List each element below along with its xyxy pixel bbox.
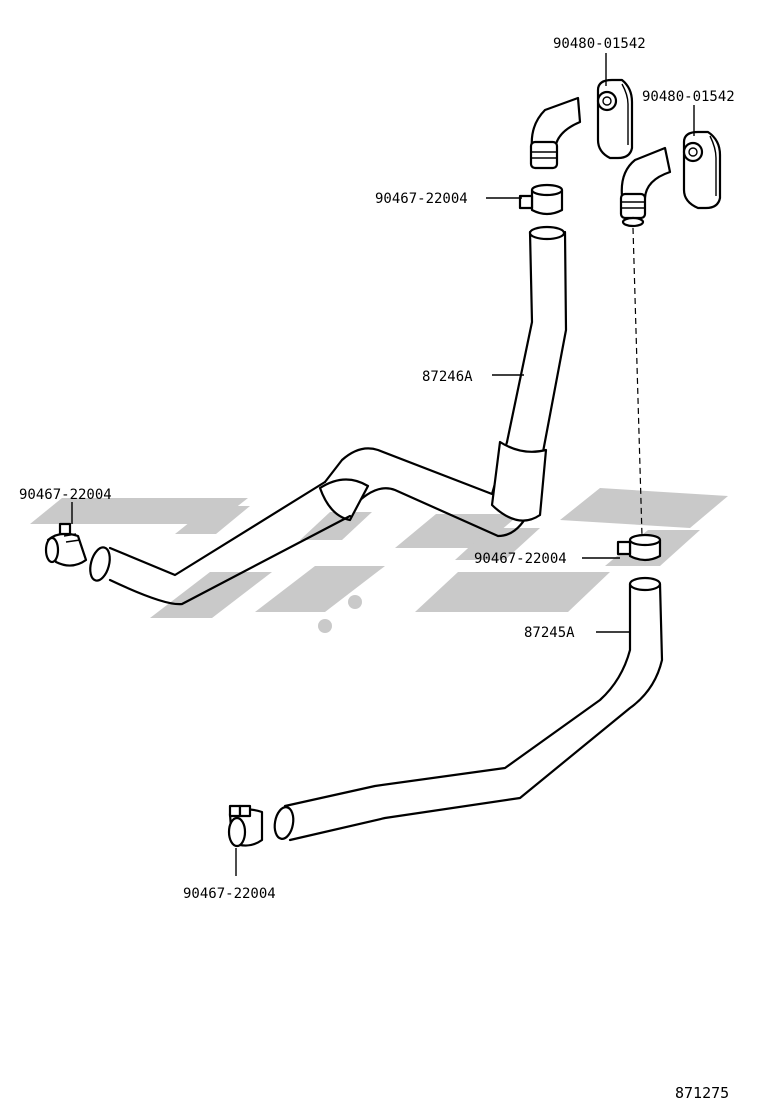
figure-id: 871275 [675,1084,729,1102]
elbow-right [619,146,672,228]
callout-clamp-upper: 90467-22004 [375,191,468,207]
callout-grommet-right: 90480-01542 [642,89,735,105]
clamp-left [44,522,88,567]
grommet-right [682,130,722,210]
callout-clamp-middle: 90467-22004 [474,551,567,567]
callout-hose-lower: 87245A [524,625,575,641]
hose-87246a [89,225,568,606]
callout-clamp-left: 90467-22004 [19,487,112,503]
callout-grommet-upper: 90480-01542 [553,36,646,52]
callout-clamp-bottom: 90467-22004 [183,886,276,902]
elbow-upper [529,96,582,170]
leader-lines [71,53,695,876]
grommet-upper [596,78,634,160]
clamp-middle [616,533,662,562]
watermark [30,488,728,633]
connection-dashed-line [632,227,643,537]
clamp-upper [518,183,564,216]
hose-87245a [273,576,664,842]
callout-hose-upper: 87246A [422,369,473,385]
clamp-bottom [227,804,264,848]
